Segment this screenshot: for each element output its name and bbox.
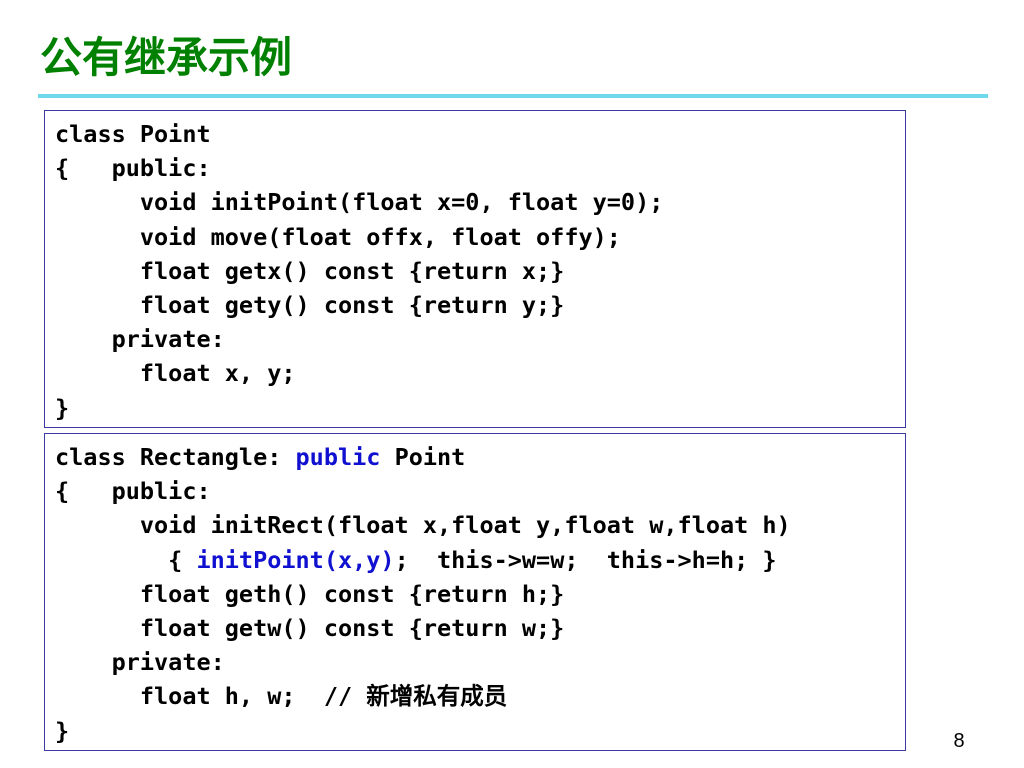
slide-title: 公有继承示例 [40,33,293,82]
code-block-point: class Point { public: void initPoint(flo… [44,110,906,428]
code-line: float getx() const {return x;} [55,256,565,285]
page-number: 8 [953,730,965,752]
code-line: private: [55,648,225,677]
code-line: float getw() const {return w;} [55,613,565,642]
code-line: void initRect(float x,float y,float w,fl… [55,511,791,540]
code-line: float geth() const {return h;} [55,579,565,608]
code-line: void initPoint(float x=0, float y=0); [55,188,664,217]
public-keyword: public [295,443,381,471]
code-line-class-decl: class Rectangle: public Point [55,440,905,474]
code-line: { public: [55,477,211,506]
code-line: float x, y; [55,359,296,388]
code-line: private: [55,325,225,354]
code-text: Point [380,443,466,471]
code-line: void move(float offx, float offy); [55,222,621,251]
code-line: { public: [55,154,211,183]
title-divider [38,94,988,98]
code-block-rectangle: class Rectangle: public Point { public: … [44,433,906,751]
code-text: class Rectangle: [55,443,296,471]
code-line: float gety() const {return y;} [55,290,565,319]
code-line: } [55,393,70,422]
code-text: { [55,545,197,574]
init-point-call: initPoint(x,y) [196,545,395,574]
code-line-body: { initPoint(x,y); this->w=w; this->h=h; … [55,543,905,577]
code-line: class Point [55,120,211,148]
code-text: ; this->w=w; this->h=h; } [394,545,777,574]
code-line: } [55,716,70,745]
code-line: float h, w; // 新增私有成员 [55,682,508,711]
